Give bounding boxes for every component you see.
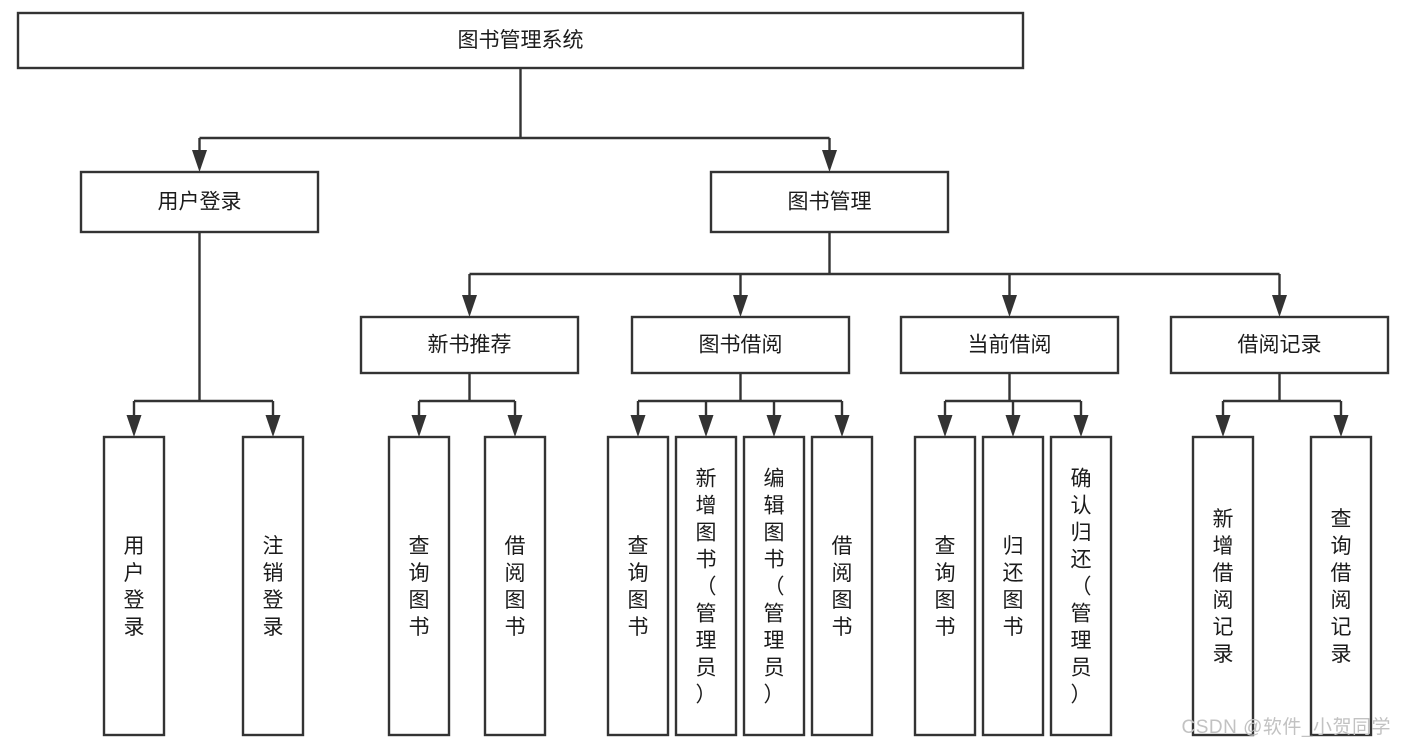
arrow-head-icon: [1073, 415, 1089, 437]
connector-layer: [126, 68, 1349, 437]
node-new-book-recommend-label: 新书推荐: [428, 334, 512, 357]
node-book-manage-label: 图书管理: [788, 191, 872, 214]
node-new-book-recommend[interactable]: 新书推荐: [359, 315, 580, 375]
node-leaf-borrow-book-2-label: 借阅图书: [832, 535, 853, 639]
arrow-head-icon: [630, 415, 646, 437]
arrow-head-icon: [766, 415, 782, 437]
node-current-borrow[interactable]: 当前借阅: [899, 315, 1120, 375]
node-leaf-query-record-box: [1309, 435, 1373, 737]
node-root-box: [16, 11, 1025, 70]
node-leaf-confirm-return-label: 确认归还（管理员）: [1071, 468, 1092, 707]
node-leaf-add-book-box: [674, 435, 738, 737]
arrow-head-icon: [192, 150, 207, 172]
node-root-label: 图书管理系统: [458, 29, 584, 52]
node-leaf-logout[interactable]: 注销登录: [241, 435, 305, 737]
watermark-text: CSDN @软件_小贺同学: [1181, 717, 1391, 738]
node-leaf-borrow-book-1-box: [483, 435, 547, 737]
node-leaf-user-login-box: [102, 435, 166, 737]
node-leaf-borrow-book-1[interactable]: 借阅图书: [483, 435, 547, 737]
node-leaf-return-book-label: 归还图书: [1003, 535, 1024, 639]
node-leaf-edit-book[interactable]: 编辑图书（管理员）: [742, 435, 806, 737]
node-leaf-edit-book-label: 编辑图书（管理员）: [764, 468, 785, 707]
node-leaf-query-book-3-box: [913, 435, 977, 737]
node-leaf-user-login-label: 用户登录: [124, 535, 145, 639]
arrow-head-icon: [1005, 415, 1021, 437]
arrow-head-icon: [1333, 415, 1349, 437]
node-current-borrow-box: [899, 315, 1120, 375]
node-leaf-add-record[interactable]: 新增借阅记录: [1191, 435, 1255, 737]
node-leaf-query-book-2[interactable]: 查询图书: [606, 435, 670, 737]
node-leaf-user-login[interactable]: 用户登录: [102, 435, 166, 737]
node-leaf-edit-book-box: [742, 435, 806, 737]
node-leaf-borrow-book-1-label: 借阅图书: [505, 535, 526, 639]
node-book-manage[interactable]: 图书管理: [709, 170, 950, 234]
node-leaf-add-book-label: 新增图书（管理员）: [696, 468, 717, 707]
arrow-head-icon: [834, 415, 850, 437]
node-user-login-box: [79, 170, 320, 234]
node-layer: 图书管理系统用户登录图书管理新书推荐图书借阅当前借阅借阅记录用户登录注销登录查询…: [16, 11, 1390, 737]
node-leaf-logout-box: [241, 435, 305, 737]
arrow-head-icon: [698, 415, 714, 437]
arrow-head-icon: [411, 415, 427, 437]
node-book-borrow-box: [630, 315, 851, 375]
node-root[interactable]: 图书管理系统: [16, 11, 1025, 70]
node-leaf-query-book-3[interactable]: 查询图书: [913, 435, 977, 737]
node-leaf-query-book-2-box: [606, 435, 670, 737]
node-leaf-add-book[interactable]: 新增图书（管理员）: [674, 435, 738, 737]
arrow-head-icon: [822, 150, 837, 172]
arrow-head-icon: [1002, 295, 1017, 317]
node-leaf-query-book-2-label: 查询图书: [628, 535, 649, 639]
node-leaf-logout-label: 注销登录: [263, 535, 284, 639]
node-leaf-query-book-3-label: 查询图书: [935, 535, 956, 639]
arrow-head-icon: [126, 415, 142, 437]
arrow-head-icon: [1272, 295, 1287, 317]
node-leaf-return-book[interactable]: 归还图书: [981, 435, 1045, 737]
node-user-login[interactable]: 用户登录: [79, 170, 320, 234]
arrow-head-icon: [1215, 415, 1231, 437]
node-leaf-query-record[interactable]: 查询借阅记录: [1309, 435, 1373, 737]
arrow-head-icon: [937, 415, 953, 437]
node-borrow-record-label: 借阅记录: [1238, 334, 1322, 357]
arrow-head-icon: [462, 295, 477, 317]
node-leaf-add-record-label: 新增借阅记录: [1213, 508, 1234, 666]
node-book-borrow-label: 图书借阅: [699, 334, 783, 357]
node-leaf-return-book-box: [981, 435, 1045, 737]
node-user-login-label: 用户登录: [158, 191, 242, 214]
node-leaf-add-record-box: [1191, 435, 1255, 737]
arrow-head-icon: [265, 415, 281, 437]
node-leaf-borrow-book-2[interactable]: 借阅图书: [810, 435, 874, 737]
node-leaf-query-record-label: 查询借阅记录: [1331, 508, 1352, 666]
arrow-head-icon: [733, 295, 748, 317]
node-current-borrow-label: 当前借阅: [968, 334, 1052, 357]
node-borrow-record[interactable]: 借阅记录: [1169, 315, 1390, 375]
arrow-head-icon: [507, 415, 523, 437]
node-leaf-borrow-book-2-box: [810, 435, 874, 737]
node-leaf-query-book-1-box: [387, 435, 451, 737]
node-leaf-query-book-1-label: 查询图书: [409, 535, 430, 639]
node-new-book-recommend-box: [359, 315, 580, 375]
node-book-borrow[interactable]: 图书借阅: [630, 315, 851, 375]
node-book-manage-box: [709, 170, 950, 234]
node-leaf-confirm-return-box: [1049, 435, 1113, 737]
node-leaf-confirm-return[interactable]: 确认归还（管理员）: [1049, 435, 1113, 737]
node-leaf-query-book-1[interactable]: 查询图书: [387, 435, 451, 737]
node-borrow-record-box: [1169, 315, 1390, 375]
